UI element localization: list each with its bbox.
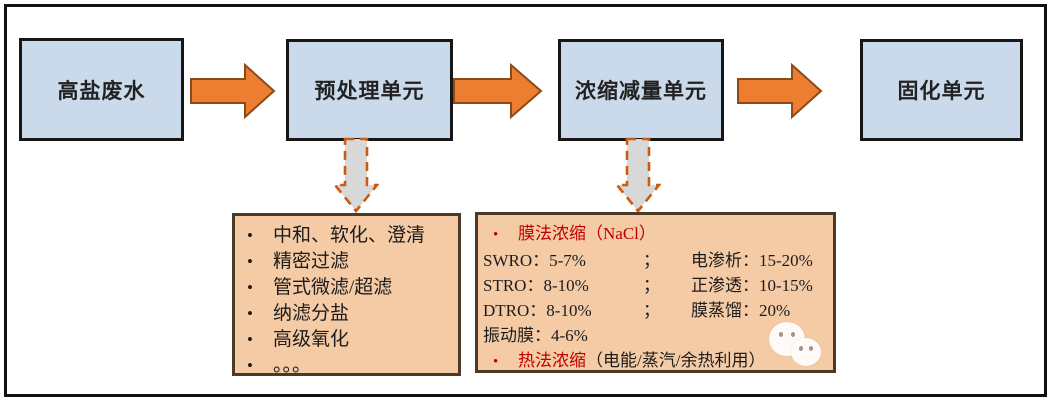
flow-box-label: 浓缩减量单元 xyxy=(575,79,707,103)
list-item: • 高级氧化 xyxy=(247,327,450,353)
row-left-value: SWRO：5-7% xyxy=(483,251,586,270)
row-right-value: 正渗透：10-15% xyxy=(691,276,813,295)
row-left-value: 振动膜：4-6% xyxy=(483,326,588,345)
bullet-icon: • xyxy=(493,354,499,370)
row-separator: ； xyxy=(643,251,660,270)
down-arrow-dashed-icon xyxy=(615,137,661,214)
bullet-icon: • xyxy=(247,252,253,271)
thermal-title-label: 热法浓缩 xyxy=(518,351,586,370)
list-item-label: 精密过滤 xyxy=(273,251,350,272)
concentration-detail-panel: • 膜法浓缩（NaCl） SWRO：5-7% ； 电渗析：15-20% STRO… xyxy=(475,212,836,373)
list-item: • 纳滤分盐 xyxy=(247,301,450,327)
bullet-icon: • xyxy=(247,278,253,297)
flow-box-label: 高盐废水 xyxy=(57,78,146,103)
row-left-value: DTRO：8-10% xyxy=(483,301,592,320)
list-item-label: 中和、软化、澄清 xyxy=(273,225,426,246)
right-arrow-icon xyxy=(190,63,276,119)
down-arrow-dashed-icon xyxy=(333,137,379,214)
flow-box-pretreatment-unit: 预处理单元 xyxy=(286,39,453,141)
list-item: • 管式微滤/超滤 xyxy=(247,275,450,301)
flow-box-solidification-unit: 固化单元 xyxy=(860,39,1023,141)
bullet-icon: • xyxy=(247,226,253,245)
pretreatment-list: • 中和、软化、澄清 • 精密过滤 • 管式微滤/超滤 • 纳滤分盐 • 高级氧… xyxy=(247,223,450,379)
membrane-data-row: DTRO：8-10% ； 膜蒸馏：20% xyxy=(483,298,827,323)
right-arrow-icon xyxy=(453,63,543,119)
vibration-membrane-row: 振动膜：4-6% xyxy=(483,323,827,348)
membrane-concentration-title: • 膜法浓缩（NaCl） xyxy=(483,221,827,248)
list-item-label: 纳滤分盐 xyxy=(273,303,350,324)
row-right-value: 膜蒸馏：20% xyxy=(691,301,791,320)
membrane-title-label: 膜法浓缩（NaCl） xyxy=(518,224,656,243)
row-separator: ； xyxy=(643,301,660,320)
list-item-label: 管式微滤/超滤 xyxy=(273,277,393,298)
thermal-title-detail: （电能/蒸汽/余热利用） xyxy=(586,351,766,370)
flow-box-label: 预处理单元 xyxy=(314,79,425,103)
bullet-icon: • xyxy=(493,227,499,243)
membrane-data-row: SWRO：5-7% ； 电渗析：15-20% xyxy=(483,248,827,273)
row-separator: ； xyxy=(643,276,660,295)
flow-box-high-salt-wastewater: 高盐废水 xyxy=(19,38,184,141)
thermal-concentration-title: • 热法浓缩 （电能/蒸汽/余热利用） xyxy=(483,348,827,375)
flow-box-concentration-reduction-unit: 浓缩减量单元 xyxy=(558,39,724,141)
membrane-data-row: STRO：8-10% ； 正渗透：10-15% xyxy=(483,273,827,298)
pretreatment-detail-panel: • 中和、软化、澄清 • 精密过滤 • 管式微滤/超滤 • 纳滤分盐 • 高级氧… xyxy=(232,213,461,376)
row-left-value: STRO：8-10% xyxy=(483,276,589,295)
flow-box-label: 固化单元 xyxy=(897,79,986,103)
row-right-value: 电渗析：15-20% xyxy=(691,251,813,270)
bullet-icon: • xyxy=(247,330,253,349)
watermark-wechat-emoji xyxy=(763,320,839,378)
list-item-label: 高级氧化 xyxy=(273,329,350,350)
list-item-label: 。。。 xyxy=(273,355,312,376)
right-arrow-icon xyxy=(737,63,823,119)
list-item: • 。。。 xyxy=(247,353,450,379)
emoji-face-icon xyxy=(791,338,821,366)
bullet-icon: • xyxy=(247,304,253,323)
list-item: • 中和、软化、澄清 xyxy=(247,223,450,249)
list-item: • 精密过滤 xyxy=(247,249,450,275)
bullet-icon: • xyxy=(247,356,253,375)
